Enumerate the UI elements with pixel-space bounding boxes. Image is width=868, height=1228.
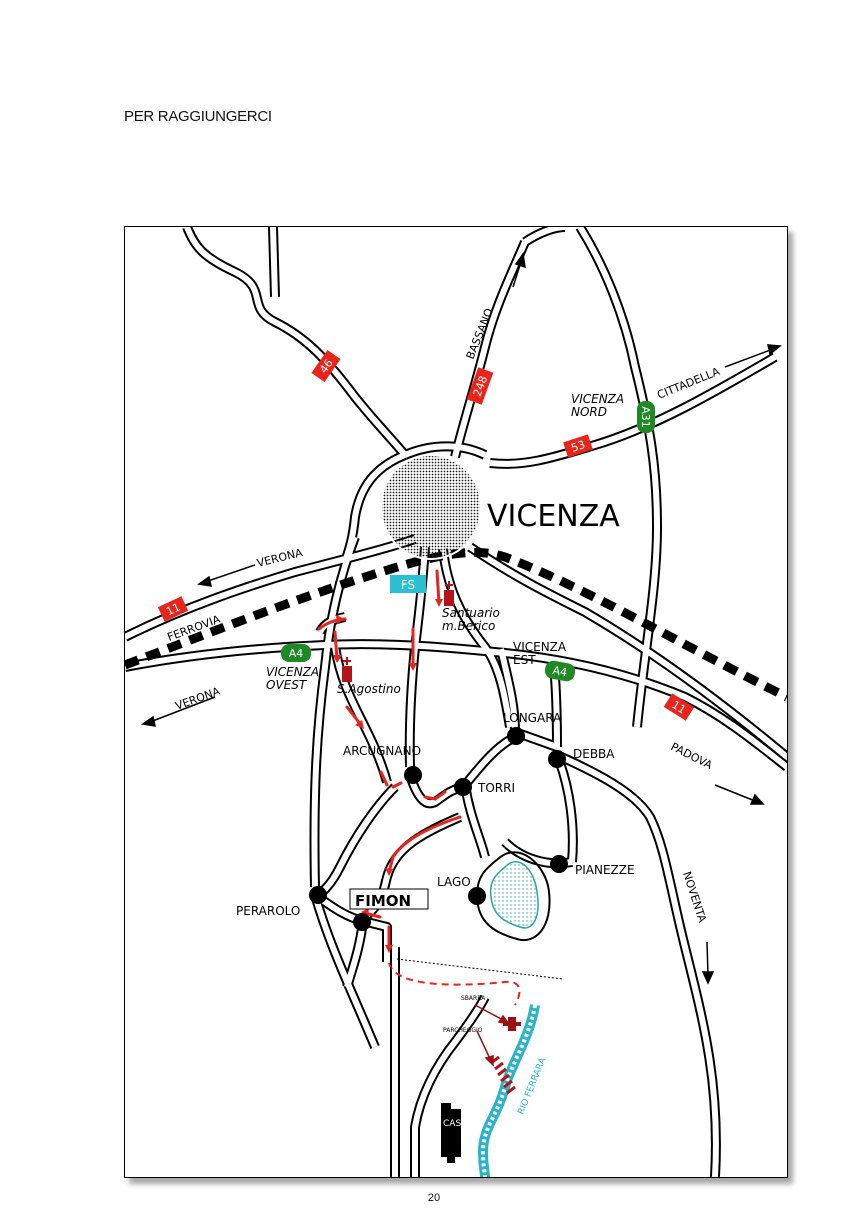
- verona-bottom-label: VERONA: [174, 685, 223, 713]
- church-icon: [342, 657, 352, 682]
- page-heading: PER RAGGIUNGERCI: [124, 108, 272, 125]
- shield-ss248: 248: [466, 367, 494, 405]
- shield-ss11-east: 11: [663, 693, 695, 721]
- noventa-label: NOVENTA: [680, 870, 709, 925]
- page-number: 20: [427, 1192, 441, 1204]
- pianezze-label: PIANEZZE: [575, 863, 635, 877]
- santuario-label-1: Santuario: [442, 606, 500, 620]
- shield-ss11-west: 11: [157, 596, 189, 622]
- route-arrows: [333, 599, 443, 953]
- longara-label: LONGARA: [503, 711, 562, 725]
- casa-label: CASA: [443, 1119, 468, 1129]
- vicenza-ovest-label-1: VICENZA: [266, 665, 319, 679]
- svg-text:53: 53: [569, 438, 586, 455]
- santuario-label-2: m.Berico: [442, 619, 495, 633]
- route-line: [317, 569, 462, 951]
- svg-text:A4: A4: [289, 647, 304, 660]
- map-frame: VICENZA RIO FERRARA: [124, 226, 788, 1178]
- torri-label: TORRI: [477, 781, 515, 795]
- road-casings: [125, 227, 787, 1177]
- arcugnano-label: ARCUGNANO: [343, 744, 421, 758]
- route-map: VICENZA RIO FERRARA: [125, 227, 787, 1177]
- lake: [489, 861, 539, 929]
- city-label: VICENZA: [487, 499, 620, 534]
- perarolo-label: PERAROLO: [236, 904, 300, 918]
- river-label: RIO FERRARA: [517, 1056, 549, 1116]
- svg-text:A31: A31: [639, 406, 652, 428]
- svg-text:FS: FS: [401, 578, 415, 592]
- svg-text:A4: A4: [552, 664, 569, 679]
- locality-markers: [309, 727, 568, 931]
- s-agostino-label: S.Agostino: [337, 682, 401, 696]
- road-arrows: [141, 252, 782, 985]
- church-icon: [444, 581, 454, 606]
- svg-text:11: 11: [164, 601, 182, 619]
- padova-label: PADOVA: [669, 740, 715, 772]
- parking-area: [490, 1055, 516, 1095]
- house-marker: CASA: [441, 1103, 468, 1163]
- road-fills: [125, 227, 787, 1177]
- vicenza-nord-label-1: VICENZA: [571, 392, 624, 406]
- shield-a4-east: A4: [544, 660, 576, 682]
- parcheggio-label: PARCHEGGIO: [443, 1027, 483, 1034]
- city-centre: [380, 454, 482, 560]
- vicenza-nord-label-2: NORD: [571, 405, 607, 419]
- detail-route-dashed: [388, 962, 521, 1006]
- detail-inset-border: [390, 958, 564, 1177]
- fimon-label: FIMON: [355, 892, 411, 910]
- sbarra-label: SBARRA: [461, 995, 486, 1002]
- vicenza-est-label-1: VICENZA: [513, 640, 567, 654]
- debba-label: DEBBA: [573, 747, 615, 761]
- fimon-label-box: [349, 888, 429, 910]
- barrier-marker: [503, 1017, 521, 1031]
- lago-label: LAGO: [437, 875, 471, 889]
- station-marker: FS: [390, 575, 426, 593]
- shield-ss53: 53: [563, 434, 593, 458]
- vicenza-est-label-2: EST: [513, 653, 536, 667]
- vicenza-ovest-label-2: OVEST: [266, 678, 308, 692]
- shield-ss46: 46: [311, 349, 341, 383]
- shield-a31: A31: [637, 401, 655, 433]
- shield-a4-west: A4: [281, 644, 311, 662]
- svg-text:11: 11: [669, 698, 688, 716]
